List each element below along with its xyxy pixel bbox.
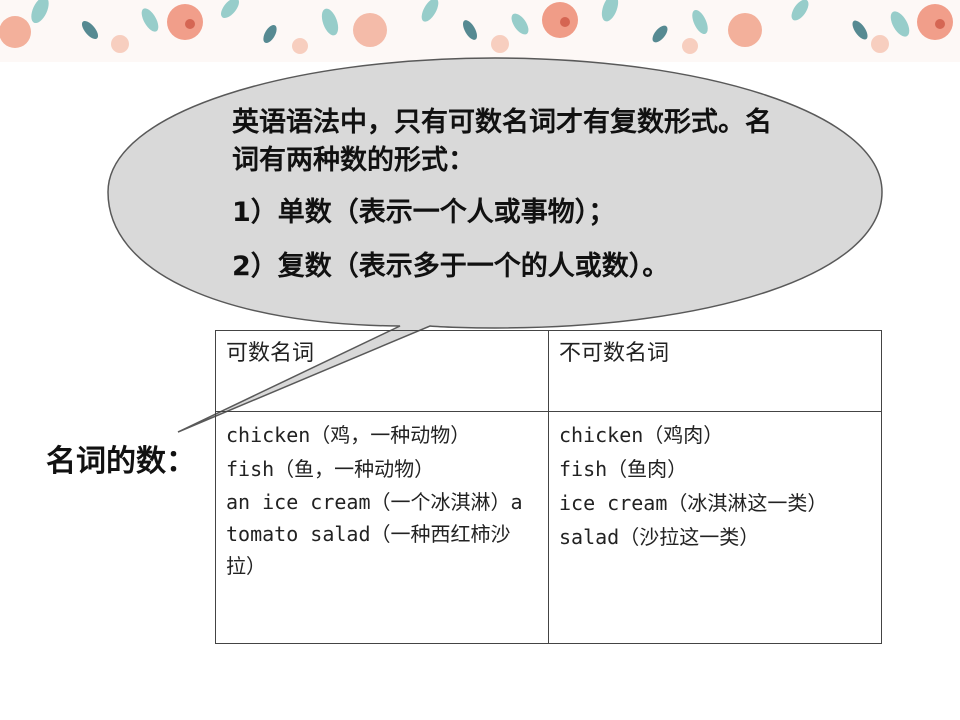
uncountable-entry: ice cream（冰淇淋这一类）: [559, 491, 828, 515]
countable-cell: chicken（鸡，一种动物） fish（鱼，一种动物） an ice crea…: [215, 411, 549, 644]
noun-number-label: 名词的数：: [46, 444, 196, 479]
bubble-text: 英语语法中，只有可数名词才有复数形式。名词有两种数的形式： 1）单数（表示一个人…: [232, 104, 792, 286]
countable-entry: chicken（鸡，一种动物）: [226, 423, 471, 447]
bubble-line-1: 英语语法中，只有可数名词才有复数形式。名词有两种数的形式：: [232, 107, 772, 176]
countable-entry: fish（鱼，一种动物）: [226, 457, 435, 481]
floral-banner: [0, 0, 960, 62]
uncountable-entry: chicken（鸡肉）: [559, 423, 724, 447]
countable-entry: an ice cream（一个冰淇淋）a tomato salad（一种西红柿沙…: [226, 490, 523, 578]
uncountable-entry: salad（沙拉这一类）: [559, 525, 760, 549]
table-row: chicken（鸡，一种动物） fish（鱼，一种动物） an ice crea…: [215, 411, 882, 644]
uncountable-entry: fish（鱼肉）: [559, 457, 688, 481]
header-uncountable: 不可数名词: [548, 330, 882, 412]
bubble-line-2: 1）单数（表示一个人或事物）；: [232, 197, 616, 228]
bubble-line-3: 2）复数（表示多于一个的人或数）。: [232, 251, 670, 282]
floral-decoration: [0, 0, 953, 54]
noun-table: 可数名词 不可数名词 chicken（鸡，一种动物） fish（鱼，一种动物） …: [215, 330, 882, 644]
uncountable-cell: chicken（鸡肉） fish（鱼肉） ice cream（冰淇淋这一类） s…: [548, 411, 882, 644]
table-header-row: 可数名词 不可数名词: [215, 330, 882, 412]
header-countable: 可数名词: [215, 330, 549, 412]
speech-bubble-shape: [107, 57, 883, 433]
